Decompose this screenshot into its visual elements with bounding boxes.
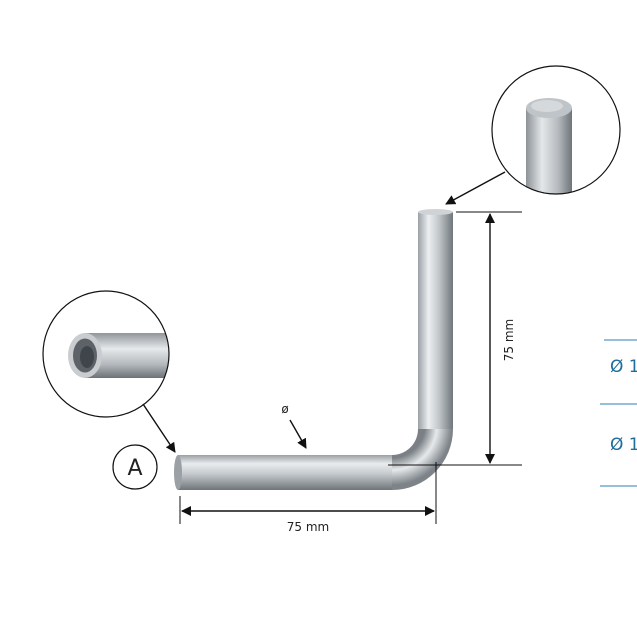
pipe-horizontal-segment: [178, 455, 392, 490]
diameter-arrow: [289, 419, 307, 449]
detail-circle-right: [491, 65, 621, 195]
callout-a-circle: [112, 444, 158, 490]
detail-closed-end: [491, 65, 621, 195]
pipe-bend: [392, 429, 453, 490]
side-table: Ø 1 Ø 1: [600, 339, 637, 487]
detail-right-arrow: [445, 171, 506, 205]
dim-label-horizontal: 75 mm: [287, 520, 329, 534]
table-row-1: Ø 1: [610, 357, 637, 377]
pipe-end-a: [174, 455, 182, 490]
detail-circle-left: [42, 290, 170, 418]
dim-label-vertical: 75 mm: [502, 319, 516, 361]
diameter-symbol: ø: [281, 402, 288, 416]
callout-a-label: A: [127, 456, 142, 481]
detail-open-end: [42, 290, 170, 418]
pipe-end-top: [418, 209, 453, 215]
detail-left-arrow: [142, 403, 176, 453]
table-row-2: Ø 1: [610, 435, 637, 455]
pipe-vertical-segment: [418, 212, 453, 429]
